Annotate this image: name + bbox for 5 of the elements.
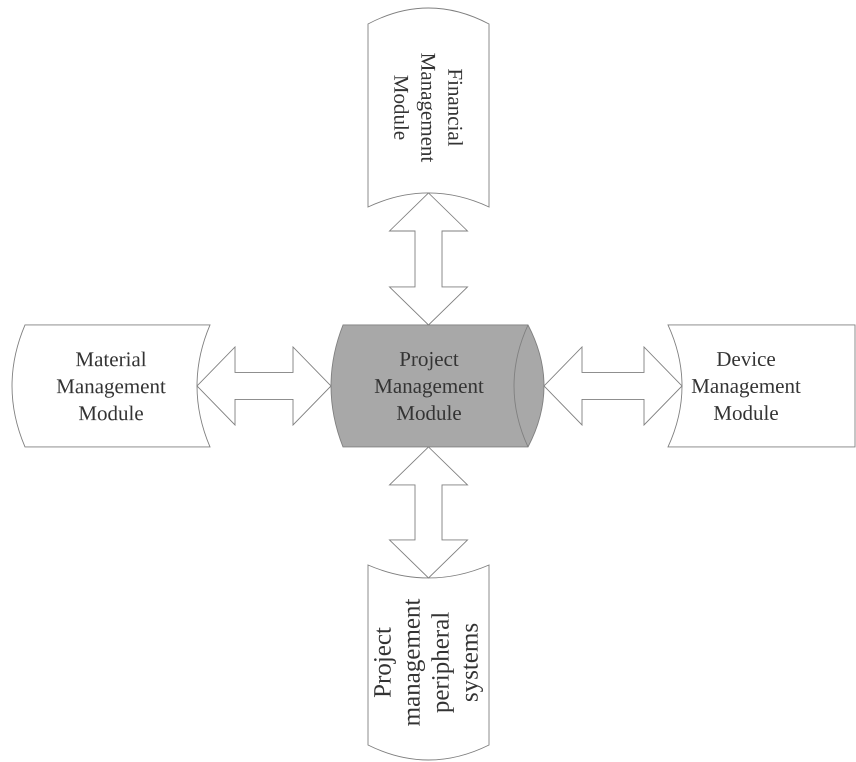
module-box: Project management peripheral systems: [368, 564, 490, 760]
module-box: Material Management Module: [12, 324, 210, 448]
module-box: Financial Management Module: [368, 8, 490, 208]
module-box: Project Management Module: [330, 324, 544, 448]
module-box: Device Management Module: [668, 324, 856, 448]
